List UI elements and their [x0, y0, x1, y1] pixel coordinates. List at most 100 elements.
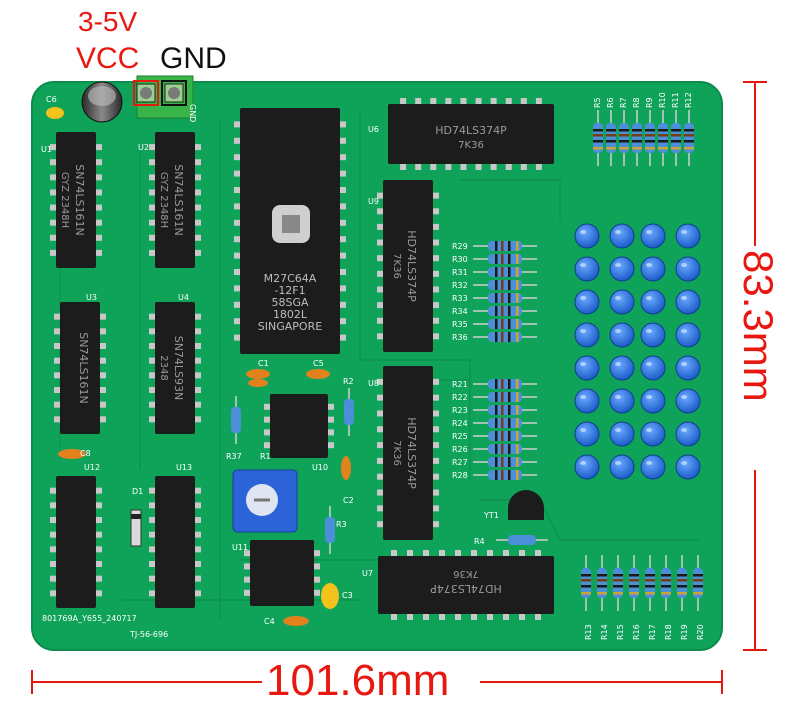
silk-u2: U2 — [138, 143, 149, 152]
r-bot-label-r20: R20 — [696, 624, 705, 640]
silk-r1: R1 — [260, 452, 271, 461]
r-bot-label-r19: R19 — [680, 624, 689, 640]
resistor-bot-1 — [597, 555, 607, 611]
eprom-eprom-line2: -12F1 — [274, 284, 305, 297]
r-mid2-label-r27: R27 — [452, 458, 468, 467]
r-mid2-label-r25: R25 — [452, 432, 468, 441]
vcc-terminal-highlight — [133, 80, 159, 106]
r-bot-label-r17: R17 — [648, 624, 657, 640]
r-mid1-label-r30: R30 — [452, 255, 468, 264]
led-matrix — [574, 223, 701, 480]
resistor-mid2-6 — [473, 457, 537, 467]
capacitor-c5 — [306, 369, 330, 379]
silk-u8: U8 — [368, 379, 379, 388]
resistor-mid2-2 — [473, 405, 537, 415]
chip-u6-marking: HD74LS374P — [435, 124, 507, 137]
resistor-top-7 — [684, 110, 694, 166]
chip-u11 — [244, 540, 320, 606]
resistor-top-5 — [658, 110, 668, 166]
r-bot-label-r16: R16 — [632, 624, 641, 640]
r-mid1-label-r31: R31 — [452, 268, 468, 277]
resistor-mid2-0 — [473, 379, 537, 389]
silk-u7: U7 — [362, 569, 373, 578]
led-r1-c2 — [609, 223, 635, 249]
silk-c6: C6 — [46, 95, 57, 104]
silk-u6: U6 — [368, 125, 379, 134]
silk-c8: C8 — [80, 449, 91, 458]
r-top-label-r5: R5 — [593, 97, 602, 108]
silk-gnd: GND — [188, 104, 197, 122]
resistor-mid2-7 — [473, 470, 537, 480]
height-dimension-label: 83.3mm — [735, 250, 782, 402]
resistor-bot-7 — [693, 555, 703, 611]
capacitor-c8 — [58, 449, 86, 459]
silk-board-code: 801769A_Y655_240717 — [42, 614, 137, 623]
resistor-bot-2 — [613, 555, 623, 611]
voltage-label: 3-5V — [78, 6, 138, 37]
eprom-eprom-line5: SINGAPORE — [258, 320, 322, 333]
led-r1-c1 — [574, 223, 600, 249]
led-r7-c4 — [675, 421, 701, 447]
r-mid2-label-r21: R21 — [452, 380, 468, 389]
resistor-bot-0 — [581, 555, 591, 611]
resistor-bot-5 — [661, 555, 671, 611]
silkscreen: C6 U1 U2 U3 U4 U6 U9 U8 U7 U10 U11 U12 U… — [41, 95, 499, 639]
led-r3-c2 — [609, 289, 635, 315]
r-mid1-label-r29: R29 — [452, 242, 468, 251]
eprom-eprom-line4: 1802L — [273, 308, 308, 321]
capacitor-c6 — [46, 107, 64, 119]
silk-r4: R4 — [474, 537, 485, 546]
silk-yt1: YT1 — [483, 511, 499, 520]
resistor-mid2-4 — [473, 431, 537, 441]
resistor-mid1-6 — [473, 319, 537, 329]
resistor-mid2-1 — [473, 392, 537, 402]
r-top-label-r8: R8 — [632, 97, 641, 108]
r-bot-label-r15: R15 — [616, 624, 625, 640]
led-r2-c3 — [640, 256, 666, 282]
r-bot-label-r18: R18 — [664, 624, 673, 640]
capacitor-c1 — [246, 369, 270, 379]
r-mid2-label-r22: R22 — [452, 393, 468, 402]
dimension-lines — [31, 81, 767, 694]
silk-board-code2: TJ-56-696 — [129, 630, 168, 639]
led-r6-c4 — [675, 388, 701, 414]
pcb-board — [31, 81, 723, 651]
r-top-label-r7: R7 — [619, 97, 628, 108]
led-r8-c1 — [574, 454, 600, 480]
resistor-bot-6 — [677, 555, 687, 611]
chip-u7-code: 7K36 — [453, 568, 479, 579]
single-resistors — [231, 388, 548, 554]
capacitor-c4 — [283, 616, 309, 626]
chip-u4-marking: SN74LS93N — [172, 336, 185, 401]
resistor-mid1-2 — [473, 267, 537, 277]
silk-u11: U11 — [232, 543, 248, 552]
resistor-top-4 — [645, 110, 655, 166]
led-r6-c1 — [574, 388, 600, 414]
r-top-label-r11: R11 — [671, 92, 680, 108]
led-r3-c4 — [675, 289, 701, 315]
potentiometer — [232, 469, 298, 533]
resistor-bot-4 — [645, 555, 655, 611]
chip-u3-marking: SN74LS161N — [77, 332, 90, 404]
gnd-terminal-highlight — [161, 80, 187, 106]
chip-u10 — [264, 394, 334, 458]
led-r1-c3 — [640, 223, 666, 249]
led-r5-c4 — [675, 355, 701, 381]
resistor-r4 — [496, 535, 548, 545]
resistor-mid2-3 — [473, 418, 537, 428]
chip-u8-code: 7K36 — [391, 440, 402, 466]
r-top-label-r6: R6 — [606, 97, 615, 108]
led-r8-c4 — [675, 454, 701, 480]
r-mid1-label-r36: R36 — [452, 333, 468, 342]
chip-u1-code: GYZ 2348H — [59, 172, 70, 228]
resistor-mid1-7 — [473, 332, 537, 342]
r-mid1-label-r33: R33 — [452, 294, 468, 303]
r-mid1-label-r34: R34 — [452, 307, 468, 316]
